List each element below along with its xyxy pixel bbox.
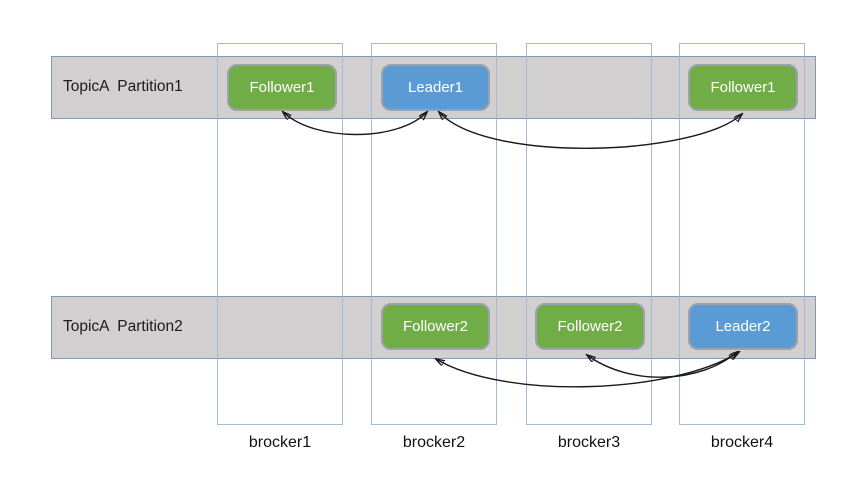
replica-follower1-broker1: Follower1 [227, 64, 337, 111]
broker1-rect [217, 43, 343, 425]
broker2-rect [371, 43, 497, 425]
broker1-label: brocker1 [248, 434, 312, 451]
broker3-rect [526, 43, 652, 425]
replica-leader1-broker2: Leader1 [381, 64, 490, 111]
broker4-label: brocker4 [710, 434, 774, 451]
replica-follower2-broker2: Follower2 [381, 303, 490, 350]
broker4-rect [679, 43, 805, 425]
broker3-label: brocker3 [557, 434, 621, 451]
broker2-label: brocker2 [402, 434, 466, 451]
replica-follower2-broker3: Follower2 [535, 303, 645, 350]
partition2-label: TopicA Partition2 [63, 318, 183, 335]
replica-follower1-broker4: Follower1 [688, 64, 798, 111]
replica-leader2-broker4: Leader2 [688, 303, 798, 350]
partition1-label: TopicA Partition1 [63, 78, 183, 95]
